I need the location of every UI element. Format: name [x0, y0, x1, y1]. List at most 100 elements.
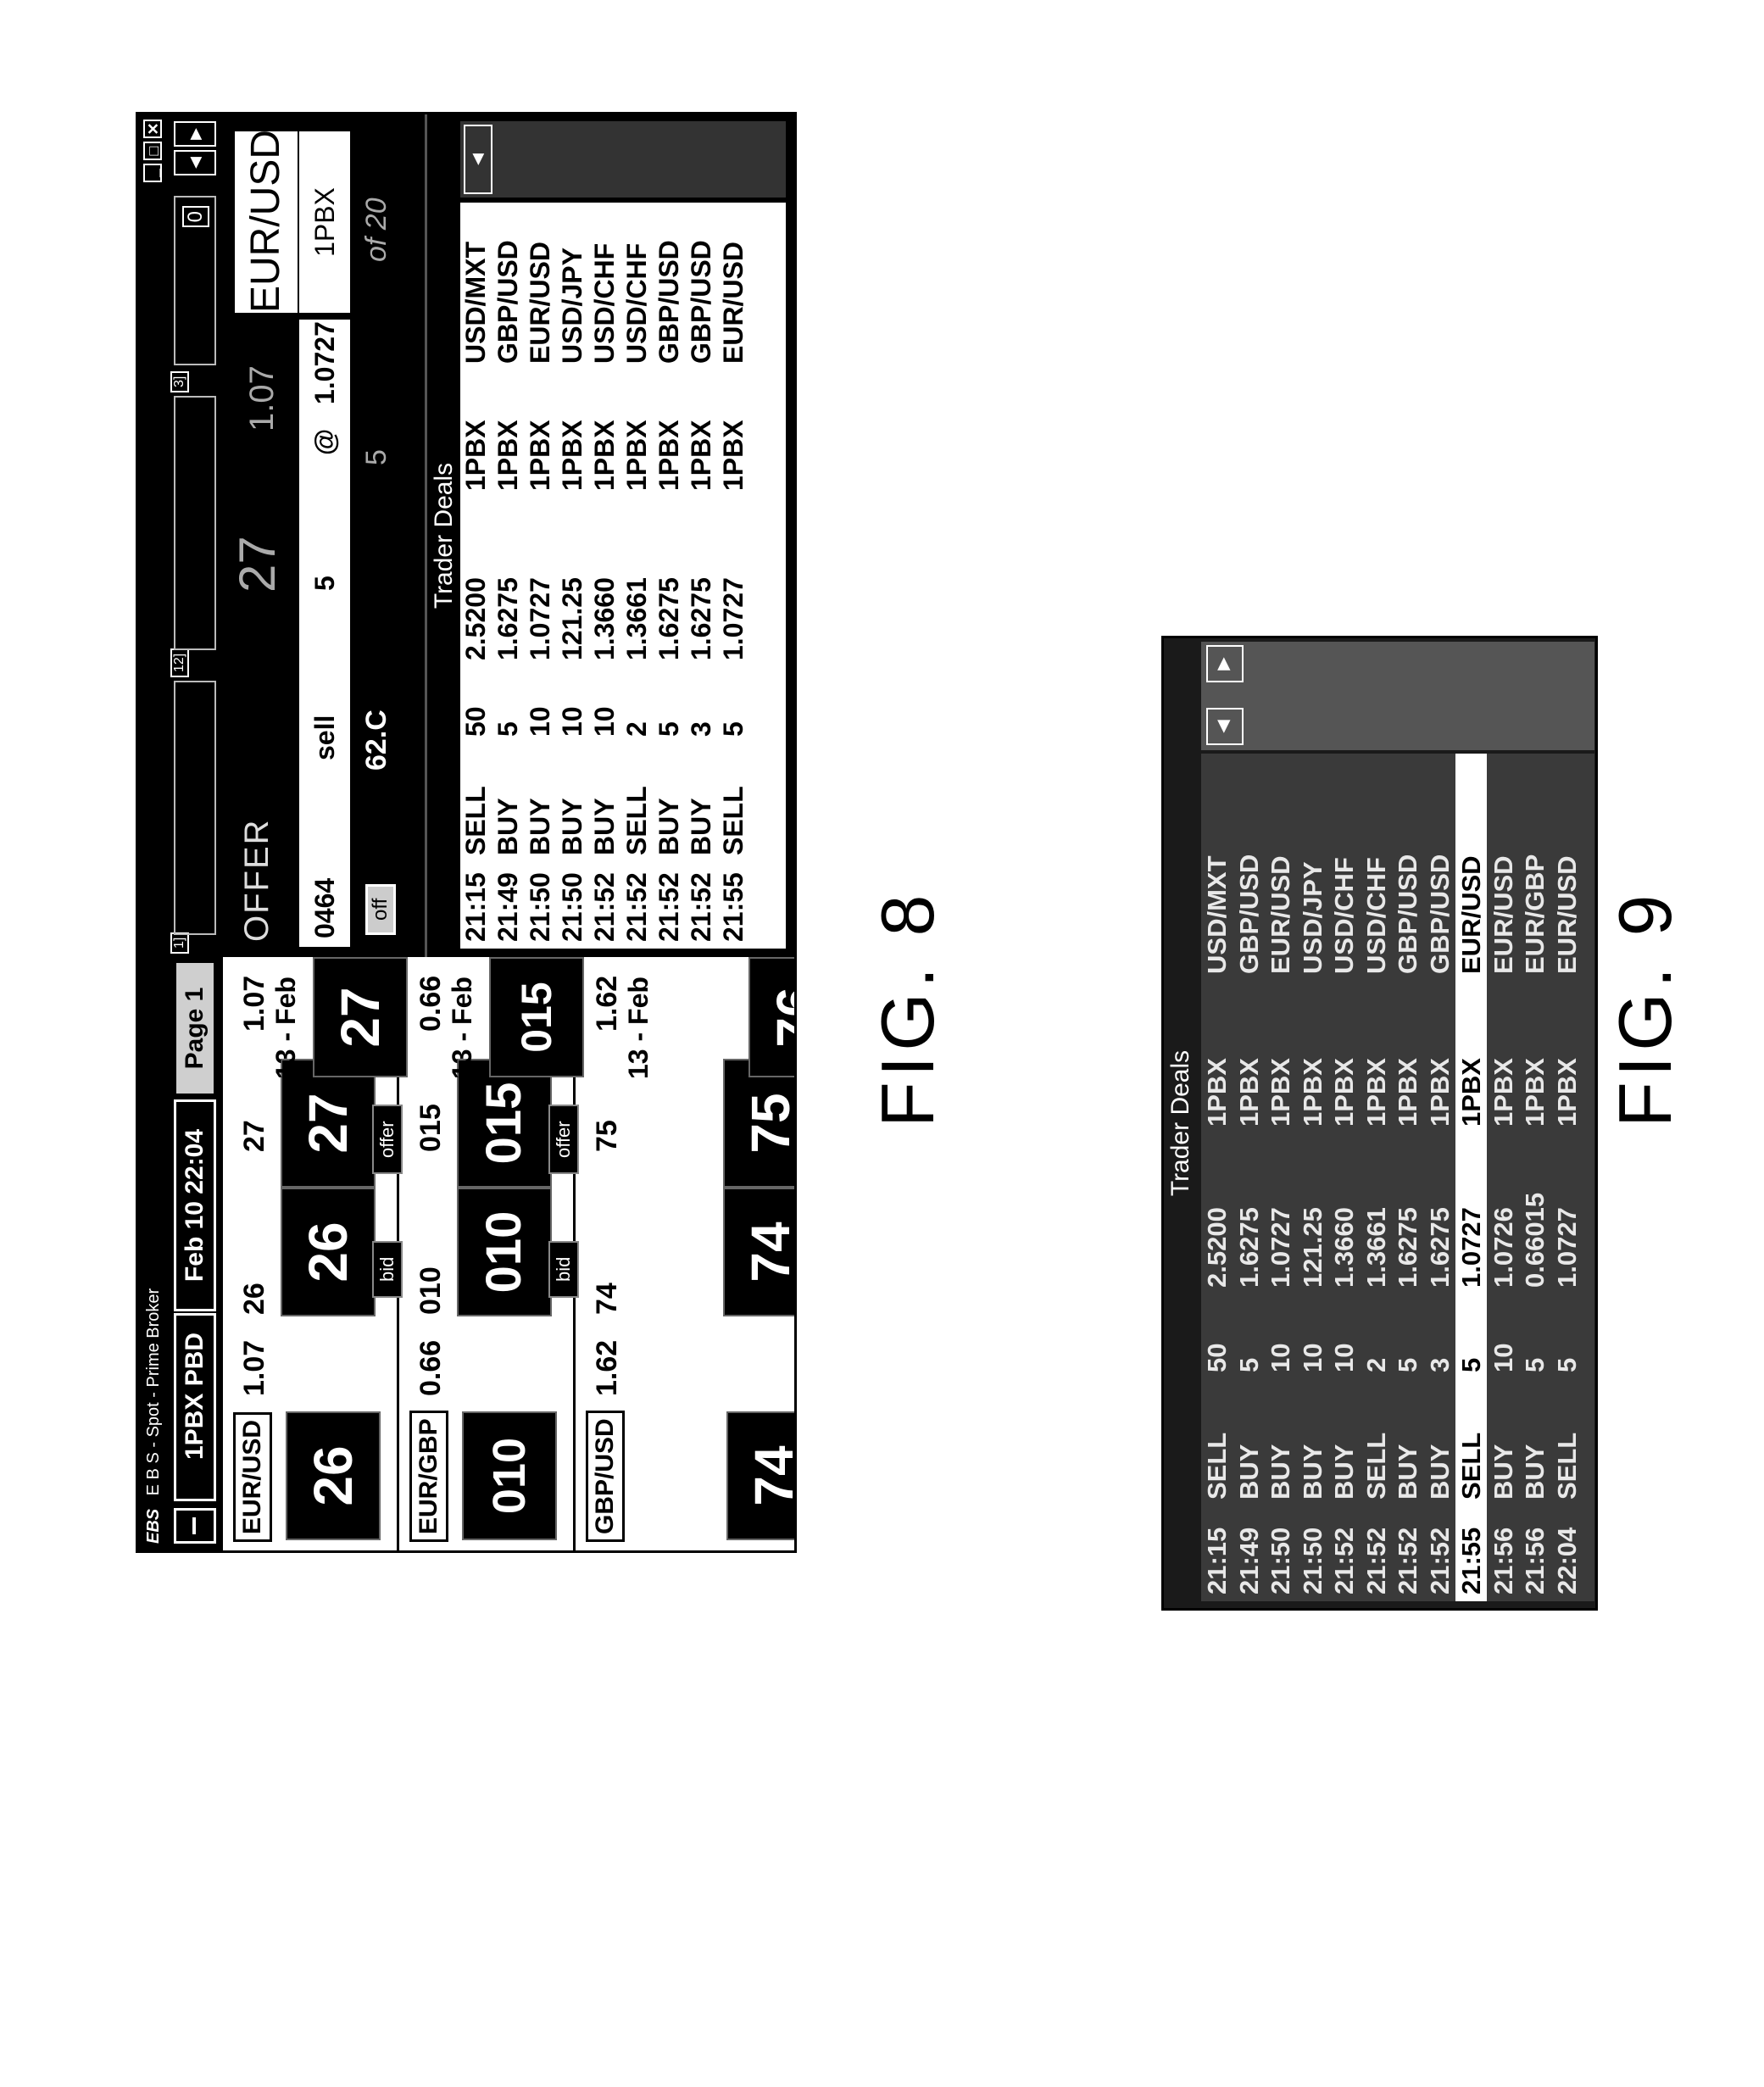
offer-button[interactable]: 27 [282, 1060, 374, 1186]
deal-time: 21:55 [718, 872, 748, 942]
minimize-icon[interactable]: _ [143, 164, 162, 182]
deal-pair: USD/MXT [460, 242, 491, 364]
deal-rate: 1.0727 [1455, 1207, 1487, 1288]
deal-amount: 5 [1233, 1358, 1265, 1372]
deal-pair: EUR/USD [1551, 855, 1583, 974]
table-row[interactable]: 22:04SELL51.07271PBXEUR/USD [1551, 754, 1583, 1601]
table-row[interactable]: 21:52SELL21.36611PBXUSD/CHF [621, 203, 652, 949]
maximize-icon[interactable]: □ [143, 142, 162, 160]
scroll-up-icon[interactable]: ◀ [464, 125, 492, 194]
value-date: 13 - Feb [270, 977, 302, 1079]
deal-pair: GBP/USD [686, 240, 716, 364]
user-id-button[interactable]: 1PBX PBD [174, 1313, 216, 1501]
value-date: 13 - Feb [447, 977, 478, 1079]
deal-rate: 1.0727 [1265, 1207, 1296, 1288]
offer-label-button[interactable]: offer [550, 1106, 577, 1172]
forward-rate-display: 27 [314, 959, 406, 1076]
table-row[interactable]: 21:52BUY101.36601PBXUSD/CHF [589, 203, 620, 949]
deal-amount: 5 [492, 721, 523, 737]
fig9-trader-deals-window: Trader Deals 21:15SELL502.52001PBXUSD/MX… [1161, 636, 1598, 1611]
deal-rate: 1.3661 [621, 577, 652, 660]
deal-time: 21:52 [686, 872, 716, 942]
deal-amount: 10 [1488, 1344, 1519, 1372]
pair-label[interactable]: EUR/USD [233, 1412, 272, 1542]
deal-rate: 1.3661 [1361, 1207, 1392, 1288]
table-row[interactable]: 21:50BUY101.07271PBXEUR/USD [1265, 754, 1296, 1601]
system-menu-button[interactable] [174, 1508, 216, 1544]
toolbar-field-1[interactable] [174, 681, 216, 935]
table-row[interactable]: 21:52BUY51.62751PBXGBP/USD [654, 203, 684, 949]
deal-pair: USD/JPY [557, 248, 587, 364]
table-row[interactable]: 21:49BUY51.62751PBXGBP/USD [492, 203, 523, 949]
scroll-up-icon[interactable]: ◀ [1206, 708, 1244, 745]
offer-button[interactable]: 015 [459, 1060, 550, 1186]
tab-marker-2[interactable]: 12] [170, 648, 189, 677]
table-row[interactable]: 21:56BUY101.07261PBXEUR/USD [1488, 754, 1519, 1601]
ticket-at: @ [299, 429, 350, 455]
table-row[interactable]: 21:52BUY31.62751PBXGBP/USD [686, 203, 716, 949]
deal-pair: USD/JPY [1297, 861, 1328, 974]
offer-heading: OFFER [238, 818, 276, 942]
deal-amount: 10 [1328, 1344, 1360, 1372]
bid-button[interactable]: 74 [725, 1189, 794, 1315]
table-row[interactable]: 21:50BUY10121.251PBXUSD/JPY [557, 203, 587, 949]
deal-pair: USD/MXT [1201, 856, 1233, 975]
deal-time: 21:15 [1201, 1528, 1233, 1594]
deal-rate: 1.0727 [718, 577, 748, 660]
bid-label-button[interactable]: bid [374, 1243, 401, 1296]
table-row[interactable]: 21:50BUY10121.251PBXUSD/JPY [1297, 754, 1328, 1601]
field-value: 0 [182, 206, 209, 227]
offer-big-pip: 27 [228, 536, 287, 593]
table-row[interactable]: 21:52BUY101.36601PBXUSD/CHF [1328, 754, 1360, 1601]
table-row[interactable]: 21:52BUY51.62751PBXGBP/USD [1392, 754, 1423, 1601]
deal-time: 21:52 [1392, 1528, 1423, 1594]
deal-amount: 5 [654, 721, 684, 737]
scroll-left-icon[interactable]: ◀ [174, 150, 216, 175]
table-row[interactable]: 21:55SELL51.07271PBXEUR/USD [718, 203, 748, 949]
offer-price: 0.66 [415, 976, 448, 1032]
bid-label-button[interactable]: bid [550, 1243, 577, 1296]
trader-deals-scrollbar[interactable]: ◀ [460, 121, 786, 198]
close-icon[interactable]: ✕ [143, 120, 162, 138]
table-row[interactable]: 21:49BUY51.62751PBXGBP/USD [1233, 754, 1265, 1601]
off-button[interactable]: off [365, 884, 396, 935]
deal-pair: GBP/USD [1424, 854, 1455, 974]
forward-rate-display: 76 [750, 959, 794, 1076]
tab-marker-3[interactable]: 3] [170, 371, 189, 392]
page-1-tab[interactable]: Page 1 [174, 960, 216, 1096]
table-row[interactable]: 21:56BUY50.660151PBXEUR/GBP [1519, 754, 1550, 1601]
deal-pair: EUR/USD [1265, 855, 1296, 974]
deal-amount: 2 [1361, 1358, 1392, 1372]
pair-label[interactable]: GBP/USD [586, 1411, 625, 1542]
deal-time: 21:52 [1361, 1528, 1392, 1594]
bid-button[interactable]: 010 [459, 1189, 550, 1315]
table-row[interactable]: 21:55SELL51.07271PBXEUR/USD [1455, 754, 1487, 1601]
offer-button[interactable]: 75 [725, 1060, 794, 1186]
table-row[interactable]: 21:52BUY31.62751PBXGBP/USD [1424, 754, 1455, 1601]
deal-counterparty: 1PBX [1551, 1058, 1583, 1127]
offer-label-button[interactable]: offer [374, 1106, 401, 1172]
deal-amount: 10 [557, 706, 587, 737]
deal-time: 21:50 [557, 872, 587, 942]
table-row[interactable]: 21:52SELL21.36611PBXUSD/CHF [1361, 754, 1392, 1601]
bid-button[interactable]: 26 [282, 1189, 374, 1315]
table-row[interactable]: 21:15SELL502.52001PBXUSD/MXT [1201, 754, 1233, 1601]
deal-side: SELL [1551, 1433, 1583, 1500]
deal-side: SELL [460, 786, 491, 855]
deal-rate: 1.0726 [1488, 1207, 1519, 1288]
tab-marker-1[interactable]: 1] [170, 932, 189, 954]
credit-units: 5 [360, 449, 393, 465]
table-row[interactable]: 21:15SELL502.52001PBXUSD/MXT [460, 203, 491, 949]
pair-label[interactable]: EUR/GBP [409, 1411, 448, 1542]
scroll-right-icon[interactable]: ▶ [174, 121, 216, 147]
deal-side: BUY [1233, 1444, 1265, 1500]
deal-counterparty: 1PBX [589, 420, 620, 491]
toolbar-field-3[interactable]: 0 [174, 196, 216, 365]
table-row[interactable]: 21:50BUY101.07271PBXEUR/USD [525, 203, 555, 949]
scroll-down-icon[interactable]: ▶ [1206, 645, 1244, 682]
deal-ticket-pane: OFFER 27 1.07 EUR/USD 0464 sell 5 @ 1.07… [223, 114, 794, 957]
trader-deals-scrollbar[interactable]: ◀ ▶ [1201, 642, 1594, 750]
deal-pair: EUR/USD [1488, 855, 1519, 974]
toolbar-field-2[interactable] [174, 396, 216, 650]
deal-counterparty: 1PBX [654, 420, 684, 491]
